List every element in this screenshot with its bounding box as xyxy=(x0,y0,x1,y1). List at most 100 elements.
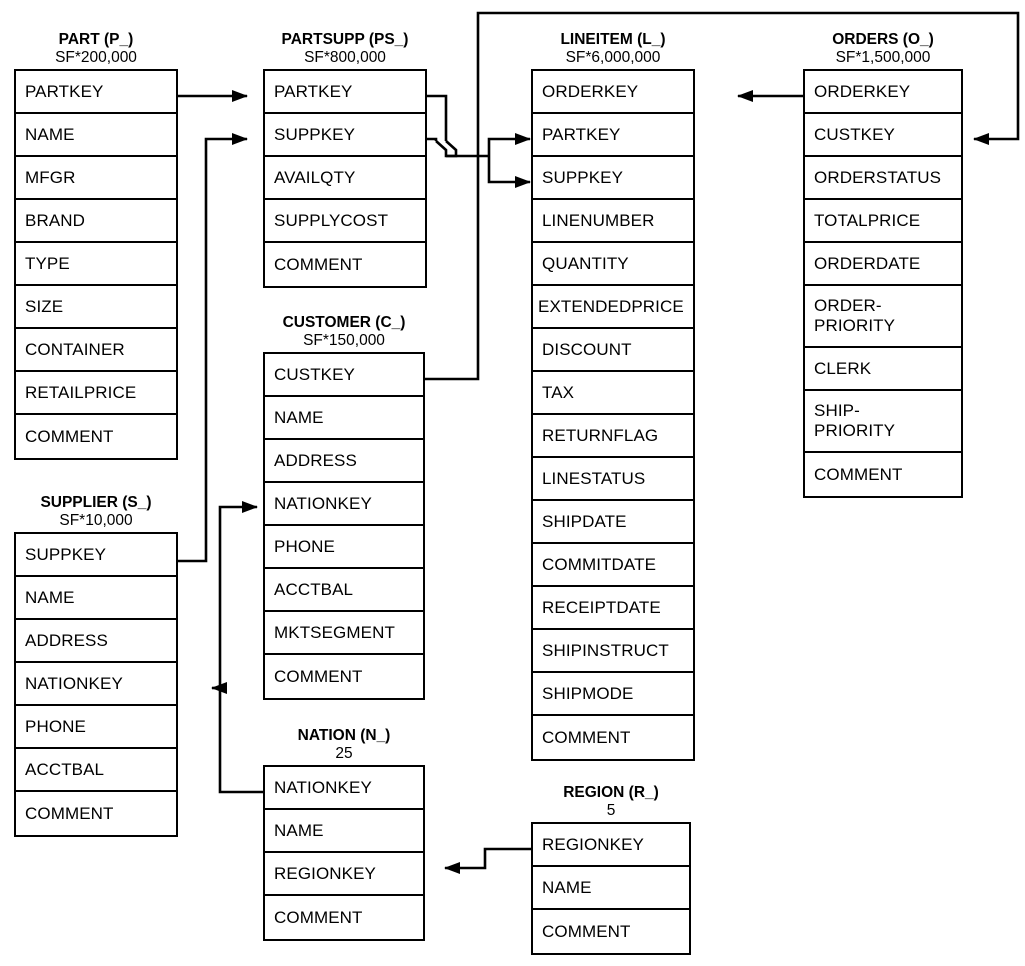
field-orders-shippriority[interactable]: SHIP- PRIORITY xyxy=(805,391,961,453)
table-part-title: PART (P_) xyxy=(58,31,134,48)
field-supplier-phone[interactable]: PHONE xyxy=(16,706,176,749)
field-part-size[interactable]: SIZE xyxy=(16,286,176,329)
field-region-regionkey[interactable]: REGIONKEY xyxy=(533,824,689,867)
field-customer-acctbal[interactable]: ACCTBAL xyxy=(265,569,423,612)
field-lineitem-shipinstruct[interactable]: SHIPINSTRUCT xyxy=(533,630,693,673)
table-customer-cardinality: SF*150,000 xyxy=(303,332,385,349)
table-lineitem: LINEITEM (L_) SF*6,000,000 ORDERKEY PART… xyxy=(531,30,695,761)
conn-supplier-suppkey-to-partsupp-suppkey xyxy=(178,133,248,563)
table-customer: CUSTOMER (C_) SF*150,000 CUSTKEY NAME AD… xyxy=(263,313,425,700)
field-part-container[interactable]: CONTAINER xyxy=(16,329,176,372)
field-orders-orderpriority[interactable]: ORDER- PRIORITY xyxy=(805,286,961,348)
field-orders-orderstatus[interactable]: ORDERSTATUS xyxy=(805,157,961,200)
field-region-comment[interactable]: COMMENT xyxy=(542,921,631,941)
field-part-name[interactable]: NAME xyxy=(16,114,176,157)
field-customer-phone[interactable]: PHONE xyxy=(265,526,423,569)
table-orders-box: ORDERKEY CUSTKEY ORDERSTATUS TOTALPRICE … xyxy=(803,69,963,498)
table-region: REGION (R_) 5 REGIONKEY NAME COMMENT xyxy=(531,783,691,955)
field-orders-comment[interactable]: COMMENT xyxy=(814,464,903,484)
field-customer-custkey[interactable]: CUSTKEY xyxy=(265,354,423,397)
table-region-box: REGIONKEY NAME COMMENT xyxy=(531,822,691,955)
field-part-retailprice[interactable]: RETAILPRICE xyxy=(16,372,176,415)
table-partsupp: PARTSUPP (PS_) SF*800,000 PARTKEY SUPPKE… xyxy=(263,30,427,288)
field-part-brand[interactable]: BRAND xyxy=(16,200,176,243)
field-lineitem-discount[interactable]: DISCOUNT xyxy=(533,329,693,372)
field-nation-comment[interactable]: COMMENT xyxy=(274,907,363,927)
field-partsupp-suppkey[interactable]: SUPPKEY xyxy=(265,114,425,157)
field-partsupp-supplycost[interactable]: SUPPLYCOST xyxy=(265,200,425,243)
field-lineitem-linenumber[interactable]: LINENUMBER xyxy=(533,200,693,243)
field-lineitem-shipdate[interactable]: SHIPDATE xyxy=(533,501,693,544)
conn-region-regionkey-to-nation-regionkey xyxy=(444,847,531,874)
conn-partsupp-partkey-bracket xyxy=(427,94,448,141)
field-partsupp-comment[interactable]: COMMENT xyxy=(274,254,363,274)
field-orders-clerk[interactable]: CLERK xyxy=(805,348,961,391)
table-part-box: PARTKEY NAME MFGR BRAND TYPE SIZE CONTAI… xyxy=(14,69,178,460)
table-customer-box: CUSTKEY NAME ADDRESS NATIONKEY PHONE ACC… xyxy=(263,352,425,700)
field-lineitem-quantity[interactable]: QUANTITY xyxy=(533,243,693,286)
table-part-cardinality: SF*200,000 xyxy=(55,49,137,66)
field-lineitem-receiptdate[interactable]: RECEIPTDATE xyxy=(533,587,693,630)
conn-partsupp-suppkey-bracket xyxy=(427,137,438,141)
field-region-name[interactable]: NAME xyxy=(533,867,689,910)
field-supplier-name[interactable]: NAME xyxy=(16,577,176,620)
field-customer-mktsegment[interactable]: MKTSEGMENT xyxy=(265,612,423,655)
field-orders-orderdate[interactable]: ORDERDATE xyxy=(805,243,961,286)
table-region-cardinality: 5 xyxy=(606,802,616,819)
table-lineitem-cardinality: SF*6,000,000 xyxy=(565,49,661,66)
field-lineitem-orderkey[interactable]: ORDERKEY xyxy=(533,71,693,114)
table-partsupp-cardinality: SF*800,000 xyxy=(304,49,386,66)
field-customer-nationkey[interactable]: NATIONKEY xyxy=(265,483,423,526)
field-orders-custkey[interactable]: CUSTKEY xyxy=(805,114,961,157)
field-lineitem-shipmode[interactable]: SHIPMODE xyxy=(533,673,693,716)
field-supplier-address[interactable]: ADDRESS xyxy=(16,620,176,663)
conn-lineitem-suppkey-arrow xyxy=(487,156,531,188)
field-orders-orderkey[interactable]: ORDERKEY xyxy=(805,71,961,114)
field-orders-totalprice[interactable]: TOTALPRICE xyxy=(805,200,961,243)
table-nation-box: NATIONKEY NAME REGIONKEY COMMENT xyxy=(263,765,425,941)
table-orders-cardinality: SF*1,500,000 xyxy=(835,49,931,66)
field-supplier-nationkey[interactable]: NATIONKEY xyxy=(16,663,176,706)
field-supplier-comment[interactable]: COMMENT xyxy=(25,803,114,823)
field-part-comment[interactable]: COMMENT xyxy=(25,426,114,446)
field-lineitem-returnflag[interactable]: RETURNFLAG xyxy=(533,415,693,458)
table-nation: NATION (N_) 25 NATIONKEY NAME REGIONKEY … xyxy=(263,726,425,941)
field-customer-comment[interactable]: COMMENT xyxy=(274,666,363,686)
field-partsupp-partkey[interactable]: PARTKEY xyxy=(265,71,425,114)
field-supplier-acctbal[interactable]: ACCTBAL xyxy=(16,749,176,792)
field-lineitem-tax[interactable]: TAX xyxy=(533,372,693,415)
field-part-partkey[interactable]: PARTKEY xyxy=(16,71,176,114)
table-part: PART (P_) SF*200,000 PARTKEY NAME MFGR B… xyxy=(14,30,178,460)
field-nation-nationkey[interactable]: NATIONKEY xyxy=(265,767,423,810)
table-supplier: SUPPLIER (S_) SF*10,000 SUPPKEY NAME ADD… xyxy=(14,493,178,837)
field-lineitem-linestatus[interactable]: LINESTATUS xyxy=(533,458,693,501)
table-orders-title: ORDERS (O_) xyxy=(832,31,934,48)
field-part-mfgr[interactable]: MFGR xyxy=(16,157,176,200)
conn-lineitem-partkey-arrow xyxy=(487,133,531,156)
field-lineitem-comment[interactable]: COMMENT xyxy=(542,727,631,747)
table-orders: ORDERS (O_) SF*1,500,000 ORDERKEY CUSTKE… xyxy=(803,30,963,498)
field-lineitem-suppkey[interactable]: SUPPKEY xyxy=(533,157,693,200)
table-supplier-cardinality: SF*10,000 xyxy=(59,512,133,529)
field-nation-name[interactable]: NAME xyxy=(265,810,423,853)
table-nation-cardinality: 25 xyxy=(335,745,353,762)
field-supplier-suppkey[interactable]: SUPPKEY xyxy=(16,534,176,577)
table-region-title: REGION (R_) xyxy=(563,784,659,801)
table-partsupp-box: PARTKEY SUPPKEY AVAILQTY SUPPLYCOST COMM… xyxy=(263,69,427,288)
table-lineitem-box: ORDERKEY PARTKEY SUPPKEY LINENUMBER QUAN… xyxy=(531,69,695,761)
field-nation-regionkey[interactable]: REGIONKEY xyxy=(265,853,423,896)
conn-partsupp-to-lineitem-trunk xyxy=(445,140,458,158)
field-partsupp-availqty[interactable]: AVAILQTY xyxy=(265,157,425,200)
field-lineitem-extendedprice[interactable]: EXTENDEDPRICE xyxy=(533,286,693,329)
field-part-type[interactable]: TYPE xyxy=(16,243,176,286)
conn-partsupp-join-to-lineitem-split xyxy=(435,140,489,158)
table-customer-title: CUSTOMER (C_) xyxy=(282,314,406,331)
field-lineitem-partkey[interactable]: PARTKEY xyxy=(533,114,693,157)
table-lineitem-title: LINEITEM (L_) xyxy=(560,31,666,48)
field-lineitem-commitdate[interactable]: COMMITDATE xyxy=(533,544,693,587)
field-customer-address[interactable]: ADDRESS xyxy=(265,440,423,483)
field-customer-name[interactable]: NAME xyxy=(265,397,423,440)
table-supplier-title: SUPPLIER (S_) xyxy=(40,494,152,511)
table-nation-title: NATION (N_) xyxy=(297,727,391,744)
